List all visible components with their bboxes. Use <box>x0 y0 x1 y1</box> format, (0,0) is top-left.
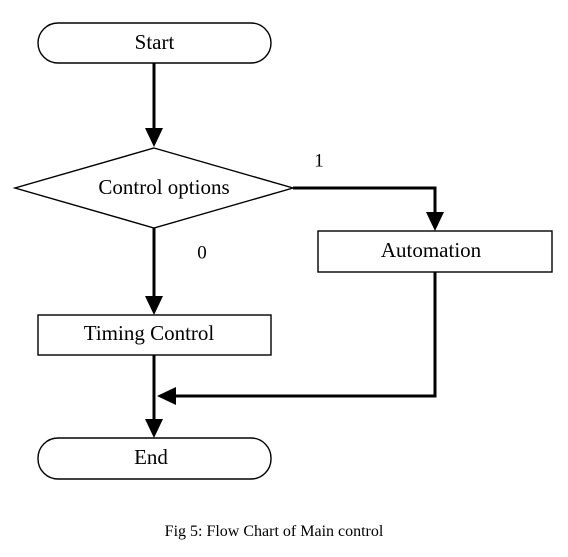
control-options-node: Control options <box>12 147 296 229</box>
end-node-label: End <box>134 445 168 469</box>
branch-1-label: 1 <box>314 150 324 171</box>
start-node-label: Start <box>135 30 175 54</box>
start-node: Start <box>37 22 272 64</box>
edge-control-options-to-timing-control: 0 <box>145 228 207 315</box>
timing-control-node: Timing Control <box>37 314 272 356</box>
automation-node: Automation <box>317 230 553 273</box>
end-node: End <box>37 437 272 480</box>
edge-timing-control-to-end <box>145 355 163 438</box>
branch-0-label: 0 <box>197 242 207 263</box>
timing-control-node-shape <box>37 314 272 356</box>
end-node-shape <box>37 437 272 480</box>
automation-node-label: Automation <box>381 238 482 262</box>
control-options-node-label: Control options <box>98 175 229 199</box>
edge-start-to-control-options <box>145 63 163 147</box>
arrow-head <box>157 387 176 405</box>
figure-caption: Fig 5: Flow Chart of Main control <box>164 523 384 540</box>
arrow-head <box>145 296 163 315</box>
arrow-head <box>145 128 163 147</box>
arrow-head <box>426 212 444 231</box>
edge-control-options-to-automation: 1 <box>293 150 444 231</box>
timing-control-node-label: Timing Control <box>84 321 215 345</box>
arrow-head <box>145 419 163 438</box>
edge-automation-to-merge <box>157 272 437 405</box>
automation-node-shape <box>317 230 553 273</box>
